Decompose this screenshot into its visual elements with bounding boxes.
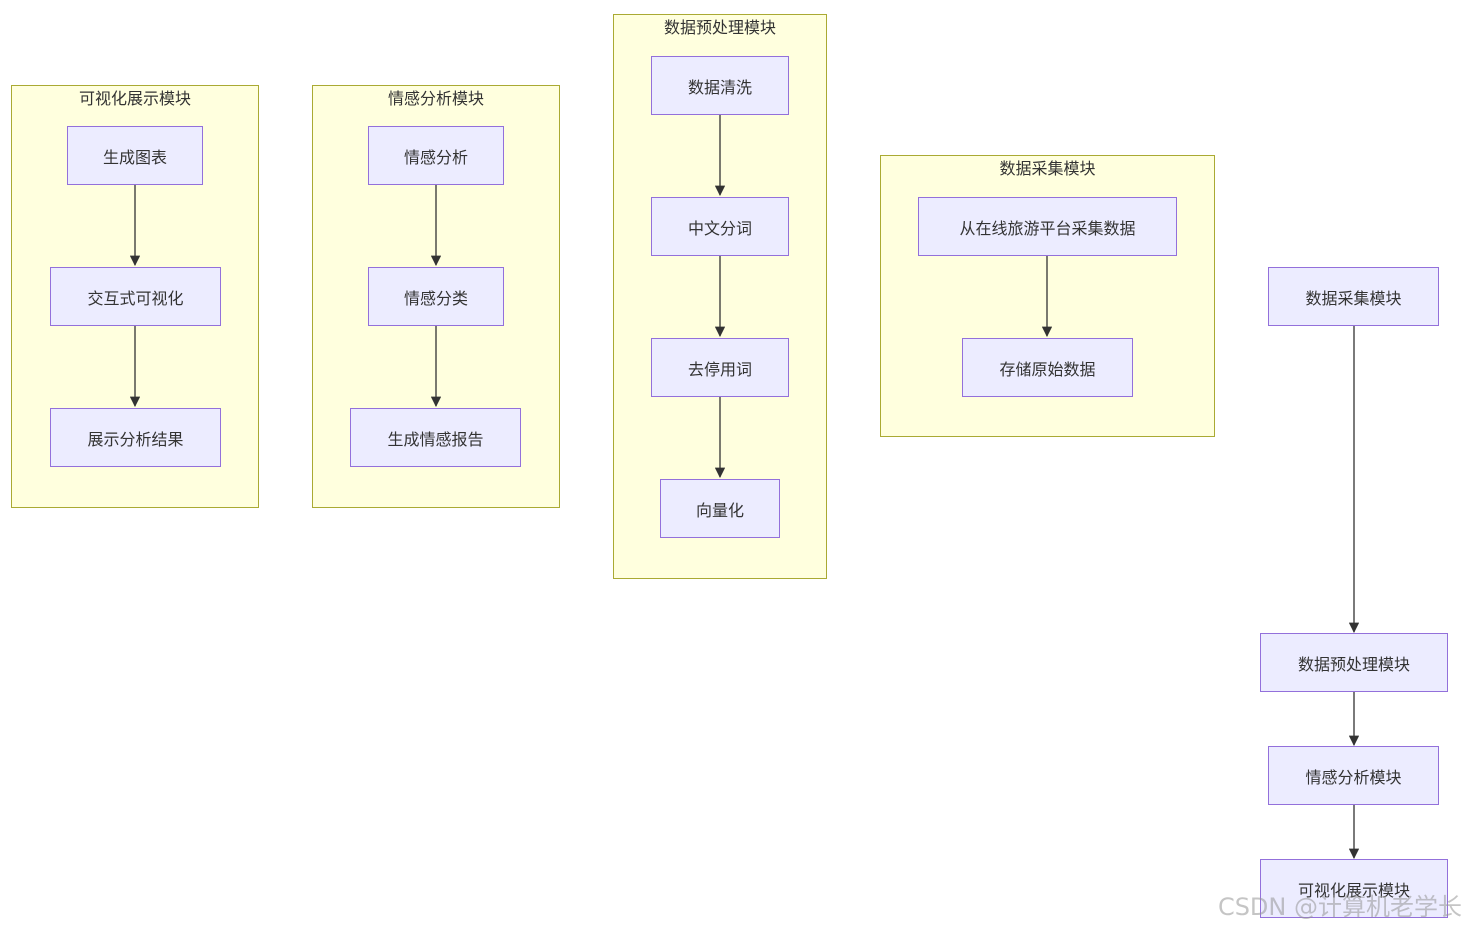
node-stopword-removal: 去停用词 <box>651 338 789 397</box>
node-sentiment-analysis: 情感分析 <box>368 126 504 185</box>
node-sentiment-classification: 情感分类 <box>368 267 504 326</box>
node-chinese-segmentation: 中文分词 <box>651 197 789 256</box>
node-main-data-collection: 数据采集模块 <box>1268 267 1439 326</box>
node-collect-from-platform: 从在线旅游平台采集数据 <box>918 197 1177 256</box>
cluster-title-sentiment: 情感分析模块 <box>387 89 484 108</box>
cluster-title-collection: 数据采集模块 <box>999 159 1096 178</box>
csdn-watermark: CSDN @计算机老学长 <box>1217 893 1462 921</box>
node-data-cleaning: 数据清洗 <box>651 56 789 115</box>
node-main-visualization: 可视化展示模块 <box>1260 859 1448 918</box>
cluster-title-preprocessing: 数据预处理模块 <box>663 18 776 37</box>
node-vectorization: 向量化 <box>660 479 780 538</box>
node-main-data-preprocessing: 数据预处理模块 <box>1260 633 1448 692</box>
node-show-results: 展示分析结果 <box>50 408 221 467</box>
node-store-raw-data: 存储原始数据 <box>962 338 1133 397</box>
node-interactive-visualization: 交互式可视化 <box>50 267 221 326</box>
node-sentiment-report: 生成情感报告 <box>350 408 521 467</box>
node-main-sentiment-analysis: 情感分析模块 <box>1268 746 1439 805</box>
cluster-title-visualization: 可视化展示模块 <box>78 89 191 108</box>
node-generate-chart: 生成图表 <box>67 126 203 185</box>
